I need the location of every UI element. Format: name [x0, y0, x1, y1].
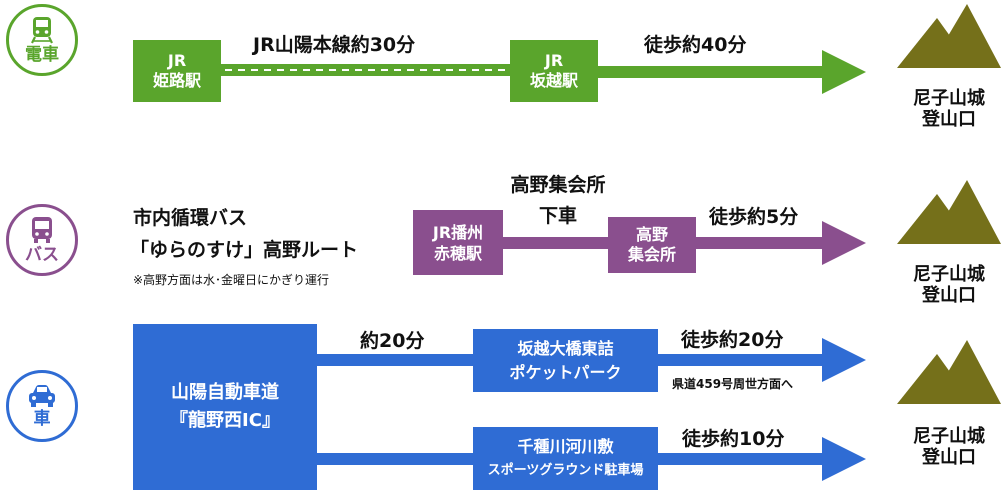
station-line2: 赤穂駅: [433, 243, 482, 263]
station-line2: 姫路駅: [152, 71, 201, 90]
bus-route-name-line1: 市内循環バス: [133, 207, 248, 229]
train-icon: [31, 17, 53, 44]
stop-label-line2: 下車: [538, 205, 577, 227]
rail-duration-label: JR山陽本線約30分: [253, 34, 416, 56]
mountain-icon: [897, 340, 1001, 404]
sakoshi-pocket-park-box: 坂越大橋東詰 ポケットパーク: [473, 329, 658, 392]
walk-duration-label-upper: 徒歩約20分: [681, 329, 784, 351]
bus-walk-label: 徒歩約5分: [709, 206, 799, 228]
car-mode-badge: 車: [6, 370, 78, 442]
koya-hall-box: 高野 集会所: [608, 217, 696, 273]
car-icon: [29, 385, 55, 407]
parking-line2: スポーツグラウンド駐車場: [487, 462, 644, 478]
bus-mode-badge: バス: [6, 204, 78, 276]
station-line1: JR: [544, 51, 564, 70]
trailhead-destination: 尼子山城 登山口: [894, 426, 1003, 468]
stop-label-line1: 高野集会所: [510, 174, 606, 196]
bus-icon: [32, 217, 52, 243]
train-mode-badge: 電車: [6, 4, 78, 76]
train-mode-label: 電車: [25, 45, 59, 65]
bus-route-name-line2: 「ゆらのすけ」高野ルート: [130, 239, 359, 261]
drive-duration-label: 約20分: [360, 330, 425, 352]
start-line2: 『龍野西IC』: [170, 410, 280, 431]
start-line1: 山陽自動車道: [171, 382, 279, 403]
car-route-line-lower: [317, 453, 473, 465]
car-walk-arrow-upper: [658, 338, 866, 382]
dest-line2: 登山口: [922, 285, 976, 306]
chikusa-river-parking-box: 千種川河川敷 スポーツグラウンド駐車場: [473, 427, 658, 490]
station-line1: JR: [167, 51, 187, 70]
himeji-station-box: JR 姫路駅: [133, 40, 221, 102]
bus-operation-note: ※高野方面は水･金曜日にかぎり運行: [133, 273, 330, 287]
station-line2: 集会所: [627, 245, 676, 264]
car-route-line-upper: [317, 354, 473, 366]
parking-line2: ポケットパーク: [509, 362, 622, 382]
ako-station-box: JR播州 赤穂駅: [413, 210, 503, 275]
parking-line1: 千種川河川敷: [517, 436, 614, 456]
dest-line1: 尼子山城: [913, 264, 985, 285]
dest-line1: 尼子山城: [913, 88, 985, 109]
station-line1: 高野: [635, 225, 668, 244]
dest-line2: 登山口: [922, 109, 976, 130]
trailhead-destination: 尼子山城 登山口: [894, 88, 1003, 130]
parking-line1: 坂越大橋東詰: [517, 338, 614, 358]
dest-line1: 尼子山城: [913, 426, 985, 447]
bus-get-off-label: 高野集会所 下車: [493, 170, 623, 232]
rail-line-dashes: [225, 69, 506, 71]
station-line2: 坂越駅: [529, 71, 578, 90]
bus-route-line: [503, 237, 608, 249]
station-line1: JR播州: [432, 222, 484, 242]
sakoshi-station-box: JR 坂越駅: [510, 40, 598, 102]
mountain-icon: [897, 180, 1001, 244]
train-walk-label: 徒歩約40分: [644, 34, 747, 56]
walk-duration-label-lower: 徒歩約10分: [682, 428, 785, 450]
bus-mode-label: バス: [25, 245, 59, 265]
prefectural-road-note: 県道459号周世方面へ: [672, 377, 794, 391]
dest-line2: 登山口: [922, 447, 976, 468]
bus-walk-arrow: [696, 221, 866, 265]
train-walk-arrow: [598, 50, 866, 94]
car-walk-arrow-lower: [658, 437, 866, 481]
car-mode-label: 車: [33, 409, 51, 429]
tatsuno-nishi-ic-box: 山陽自動車道 『龍野西IC』: [133, 324, 317, 490]
mountain-icon: [897, 4, 1001, 68]
trailhead-destination: 尼子山城 登山口: [894, 264, 1003, 306]
